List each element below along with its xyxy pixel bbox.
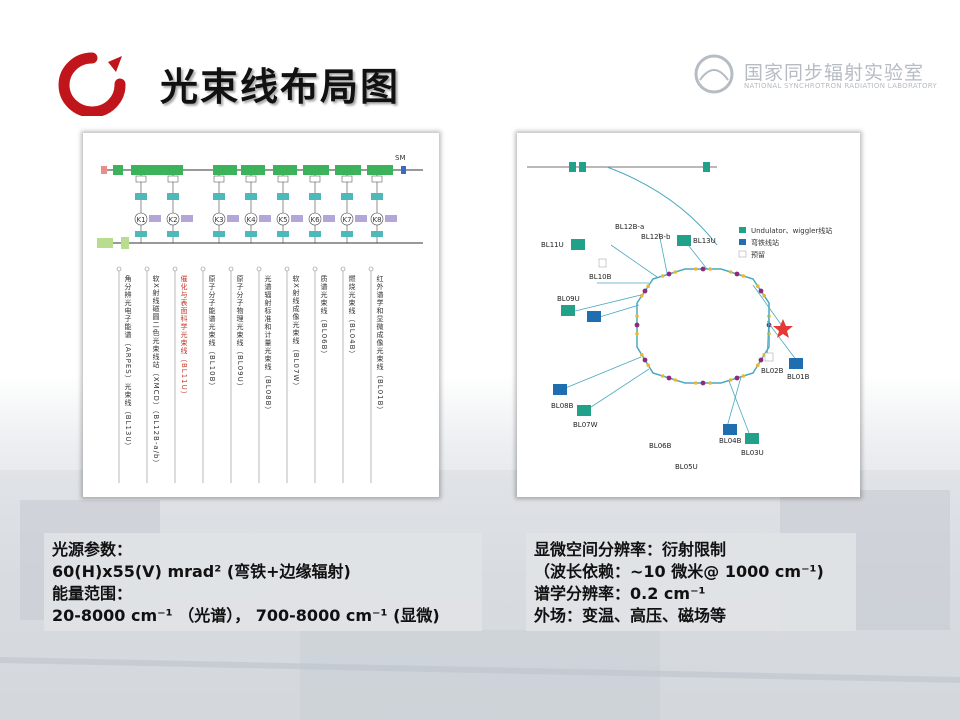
k-branch: K8: [370, 175, 397, 243]
k-label: K2: [169, 216, 178, 224]
legend-bend: 弯铁线站: [751, 238, 779, 247]
bl-label: BL12B-b: [641, 233, 671, 241]
energy-range-value: 20-8000 cm⁻¹ （光谱）， 700-8000 cm⁻¹ (显微): [52, 606, 440, 625]
org-name-cn: 国家同步辐射实验室: [744, 62, 925, 84]
star-marker-icon: [773, 319, 793, 338]
ring-diagram-svg: Undulator、wiggler线站 弯铁线站 预留 BL12B-a BL12…: [527, 162, 832, 471]
k-branch: K5: [276, 175, 303, 243]
bl-label: BL02B: [761, 367, 784, 375]
wavelength-dependence: （波长依赖：~10 微米@ 1000 cm⁻¹): [534, 562, 824, 581]
k-branches: K1 K2 K3 K4 K5 K6 K7 K8: [134, 175, 397, 243]
station-label: 催化与表面科学光束线（BL11U）: [180, 275, 188, 399]
k-label: K7: [343, 216, 352, 224]
k-branch: K4: [244, 175, 271, 243]
k-label: K5: [279, 216, 288, 224]
k-label: K3: [215, 216, 224, 224]
sm-label: SM: [395, 154, 405, 162]
legend-undulator: Undulator、wiggler线站: [751, 226, 832, 235]
k-label: K1: [137, 216, 146, 224]
resolution-params-box: 显微空间分辨率：衍射限制 （波长依赖：~10 微米@ 1000 cm⁻¹) 谱学…: [526, 533, 856, 631]
left-beamline-diagram: SM K1 K2 K3 K4 K5 K6 K7 K8 角分辨光电子能谱（ARPES）光束线（B…: [83, 133, 439, 497]
right-ring-diagram: Undulator、wiggler线站 弯铁线站 预留 BL12B-a BL12…: [517, 133, 860, 497]
station-label: 软X射线成像光束线（BL07W）: [292, 275, 300, 391]
bl-label: BL12B-a: [615, 223, 644, 231]
k-branch: K3: [212, 175, 239, 243]
station-label: 光谱辐射标准和计量光束线（BL08B）: [264, 275, 272, 415]
energy-range-heading: 能量范围：: [52, 584, 133, 603]
station-label: 原子分子能谱光束线（BL10B）: [208, 275, 216, 391]
slide-logo-icon: [58, 52, 126, 116]
bl-label: BL13U: [693, 237, 716, 245]
bl-label: BL05U: [675, 463, 698, 471]
k-branch: K7: [340, 175, 367, 243]
bl-label: BL01B: [787, 373, 810, 381]
station-label: 红外谱学和显微成像光束线（BL01B）: [376, 275, 384, 415]
bl-label: BL08B: [551, 402, 574, 410]
station-label: 质谱光束线（BL06B）: [320, 275, 328, 359]
nsrl-logo-icon: [694, 54, 734, 94]
bl-label: BL04B: [719, 437, 742, 445]
page-title: 光束线布局图: [160, 65, 401, 109]
station-label: 软X射线磁圆二色光束线站（XMCD）（BL12B-a/b）: [152, 275, 160, 468]
left-diagram-svg: SM K1 K2 K3 K4 K5 K6 K7 K8: [97, 154, 423, 483]
legend-reserved: 预留: [751, 250, 765, 259]
bl-label: BL06B: [649, 442, 672, 450]
bl-label: BL07W: [573, 421, 598, 429]
station-label: 角分辨光电子能谱（ARPES）光束线（BL13U）: [124, 275, 132, 451]
bl-label: BL09U: [557, 295, 580, 303]
station-label: 燃烧光束线（BL04B）: [348, 275, 356, 359]
k-branch: K2: [166, 175, 193, 243]
bl-label: BL10B: [589, 273, 612, 281]
k-label: K6: [311, 216, 321, 224]
org-name-en: NATIONAL SYNCHROTRON RADIATION LABORATOR…: [744, 82, 938, 90]
source-params-value: 60(H)x55(V) mrad² (弯铁+边缘辐射): [52, 562, 351, 581]
k-branch: K6: [308, 175, 335, 243]
bl-label: BL03U: [741, 449, 764, 457]
k-label: K8: [373, 216, 382, 224]
k-branch: K1: [134, 175, 161, 243]
station-label: 原子分子物理光束线（BL09U）: [236, 275, 244, 391]
source-params-heading: 光源参数：: [52, 540, 133, 559]
source-params-box: 光源参数： 60(H)x55(V) mrad² (弯铁+边缘辐射) 能量范围： …: [44, 533, 482, 631]
spectral-resolution: 谱学分辨率：0.2 cm⁻¹: [534, 584, 706, 603]
bl-label: BL11U: [541, 241, 564, 249]
spatial-resolution: 显微空间分辨率：衍射限制: [534, 540, 727, 559]
k-label: K4: [247, 216, 257, 224]
external-fields: 外场：变温、高压、磁场等: [534, 606, 727, 625]
